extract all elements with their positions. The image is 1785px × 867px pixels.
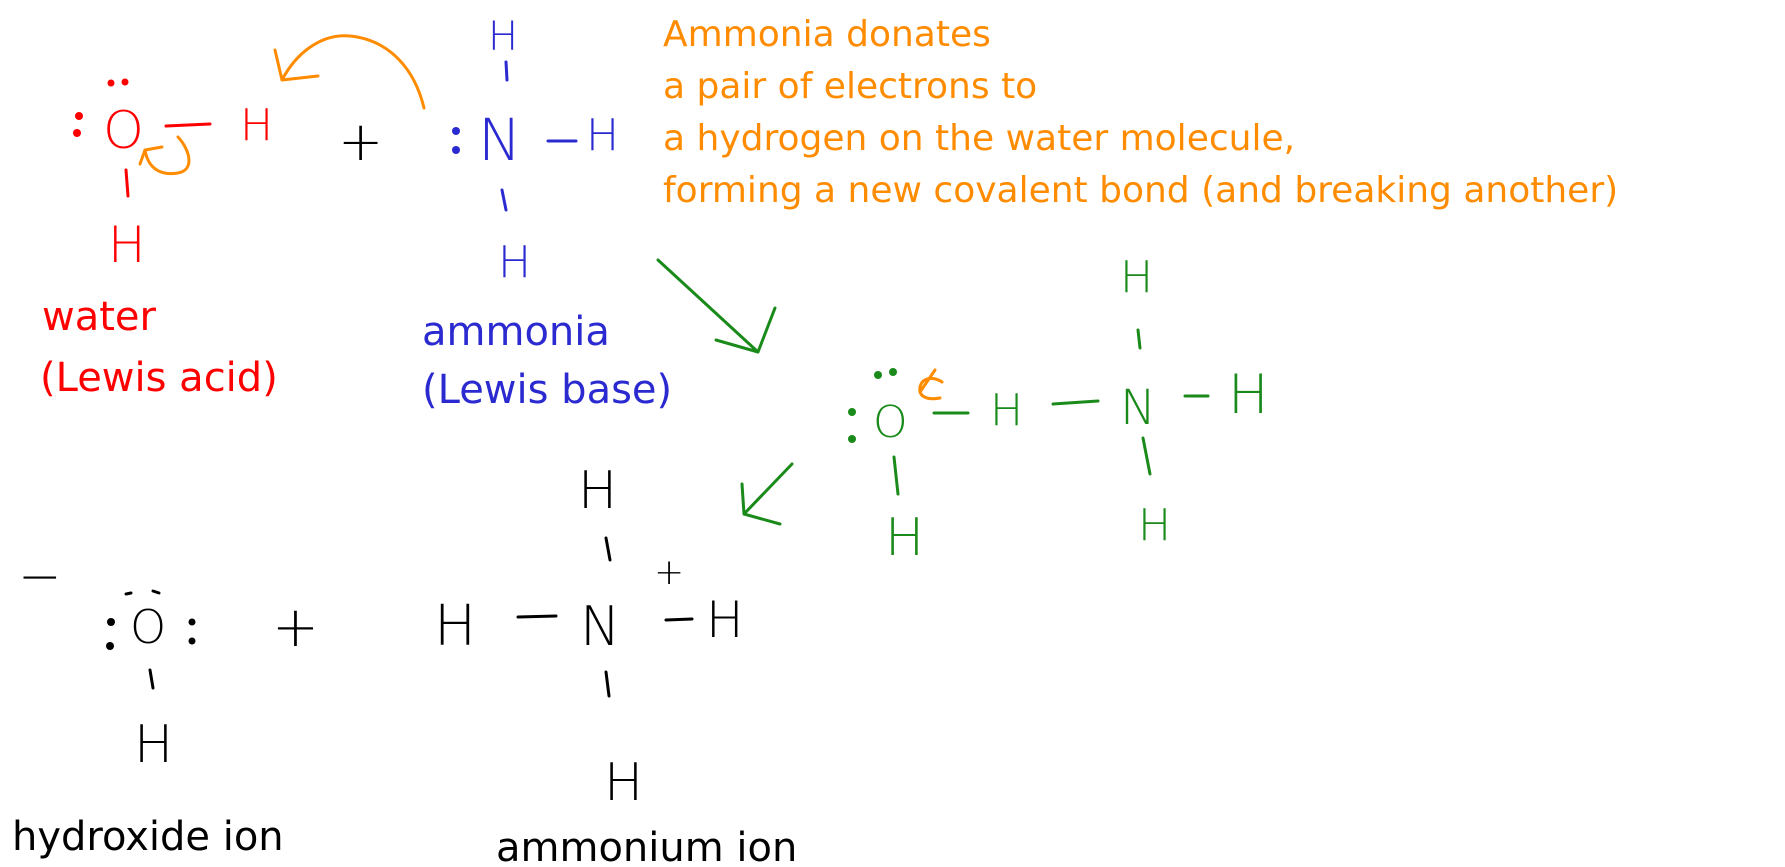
water-lone-pair-top-1 (107, 79, 115, 87)
hydroxide-oh-bond (148, 668, 155, 690)
intermediate-lone-pair-top-1 (874, 371, 882, 379)
water-label: water (42, 294, 157, 340)
ammonium-nitrogen: N (580, 595, 620, 658)
intermediate-nh-bond-top (1136, 328, 1142, 350)
water-molecule: O H H (73, 78, 273, 274)
hydroxide-charge: − (18, 547, 62, 607)
ammonium-label: ammonium ion (496, 825, 797, 867)
hydroxide-oxygen: O (130, 600, 166, 654)
water-oxygen: O (103, 101, 144, 161)
ammonium-charge: + (654, 552, 684, 593)
intermediate-hn-bond (1051, 399, 1100, 406)
intermediate-complex: O H N H H H H (848, 252, 1269, 568)
electron-push-arrows (138, 34, 426, 176)
ammonium-hydrogen-right: H (706, 591, 744, 649)
hydroxide-hydrogen: H (134, 715, 173, 775)
ammonium-hydrogen-bottom: H (604, 753, 643, 813)
hydroxide-lone-pair-left-1 (107, 618, 115, 626)
intermediate-hydrogen-bridge: H (990, 385, 1023, 436)
annotation-line-4: forming a new covalent bond (and breakin… (663, 170, 1618, 211)
lone-pair-attack-arrow (273, 34, 426, 110)
reaction-arrow-to-intermediate (656, 258, 777, 354)
annotation-line-2: a pair of electrons to (663, 66, 1037, 107)
ammonium-nh-bond-top (604, 536, 612, 562)
ammonia-hydrogen-bottom: H (498, 237, 531, 288)
ammonium-nh-bond-down (604, 670, 611, 698)
hydroxide-lone-pair-top (124, 589, 161, 596)
water-oh-bond-down (124, 168, 130, 198)
ammonia-hydrogen-top: H (488, 14, 518, 60)
ammonia-hydrogen-right: H (586, 110, 619, 161)
intermediate-lone-pair-top-2 (889, 368, 897, 376)
intermediate-hydrogen-top: H (1120, 252, 1153, 303)
ammonia-nh-bond-down (500, 188, 508, 212)
intermediate-nitrogen: N (1120, 380, 1156, 436)
ammonium-nh-bond-left (516, 614, 558, 619)
ammonium-nh-bond-right (664, 617, 694, 622)
ammonium-hydrogen-top: H (578, 461, 617, 521)
hydroxide-lone-pair-left-2 (106, 642, 114, 650)
intermediate-lone-pair-left-2 (848, 435, 856, 443)
reactant-plus-sign: + (338, 110, 383, 173)
intermediate-hydrogen-right: H (1228, 363, 1269, 426)
hydroxide-ion: − O H (18, 547, 196, 775)
water-lone-pair-top-2 (121, 78, 129, 86)
intermediate-nh-bond-down (1141, 436, 1152, 476)
ammonia-label: ammonia (422, 309, 610, 355)
ammonium-hydrogen-left: H (434, 594, 476, 659)
product-plus-sign: + (272, 595, 319, 660)
intermediate-oh-bond-down (892, 455, 900, 496)
intermediate-bond-arrow (918, 368, 944, 401)
intermediate-oxygen: O (873, 397, 908, 448)
hydroxide-lone-pair-right-1 (188, 618, 196, 626)
intermediate-hydrogen-bottom-right: H (1138, 500, 1171, 551)
bond-break-arrow (138, 135, 191, 176)
water-hydrogen-right: H (240, 100, 273, 151)
reaction-arrow-to-products (740, 462, 794, 526)
intermediate-lone-pair-left-1 (848, 408, 856, 416)
water-lone-pair-left-1 (75, 112, 83, 120)
hydroxide-label: hydroxide ion (12, 814, 284, 860)
water-oh-bond-right (164, 122, 212, 128)
hydroxide-lone-pair-right-2 (188, 637, 196, 645)
annotation-line-1: Ammonia donates (663, 14, 991, 55)
intermediate-hydrogen-bottom: H (885, 508, 924, 568)
annotation-text: Ammonia donates a pair of electrons to a… (663, 14, 1618, 211)
ammonium-ion: H + H N H H (434, 461, 744, 813)
water-lone-pair-left-2 (73, 129, 81, 137)
ammonia-lone-pair-1 (452, 127, 460, 135)
water-role-label: (Lewis acid) (40, 355, 278, 401)
water-hydrogen-bottom: H (108, 216, 146, 274)
reaction-arrows (656, 258, 794, 526)
ammonia-nh-bond-top (504, 60, 509, 82)
ammonia-nitrogen: N (478, 106, 521, 174)
ammonia-molecule: H N H H (452, 14, 619, 288)
annotation-line-3: a hydrogen on the water molecule, (663, 118, 1295, 159)
ammonia-role-label: (Lewis base) (422, 367, 672, 413)
ammonia-lone-pair-2 (452, 146, 460, 154)
